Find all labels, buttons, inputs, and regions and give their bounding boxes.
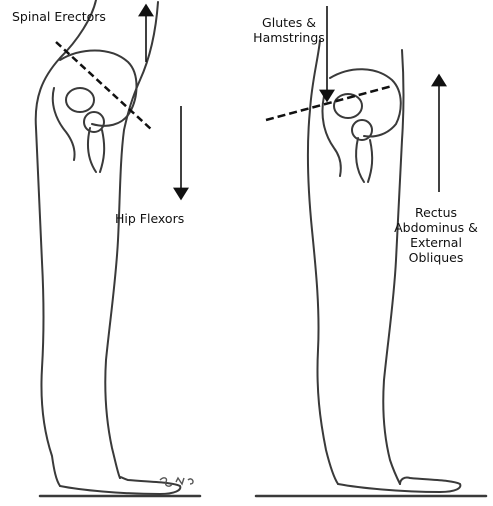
left-figure-hip-socket — [84, 112, 104, 132]
right-figure-hip-socket — [352, 120, 372, 140]
right-figure-pelvis-outline — [330, 69, 401, 136]
glutes-label-line-2: Hamstrings — [244, 30, 334, 45]
right-figure-front-outline — [383, 50, 403, 484]
rectus-abdominus-label: Rectus Abdominus & External Obliques — [384, 205, 488, 265]
right-tilt-line — [266, 86, 392, 120]
right-figure — [256, 40, 486, 496]
glutes-hamstrings-label: Glutes & Hamstrings — [244, 15, 334, 45]
left-figure-foot — [60, 477, 180, 494]
glutes-label-line-1: Glutes & — [244, 15, 334, 30]
right-figure-sacrum — [322, 96, 340, 176]
left-figure-pelvis-outline — [60, 51, 137, 126]
left-figure-front-outline — [105, 2, 158, 478]
left-figure — [36, 0, 200, 496]
hip-flexors-label: Hip Flexors — [115, 211, 184, 226]
rectus-label-line-2: Abdominus & — [384, 220, 488, 235]
left-figure-sacrum — [53, 88, 75, 160]
right-figure-femur — [356, 138, 372, 182]
rectus-label-line-4: Obliques — [384, 250, 488, 265]
rectus-label-line-1: Rectus — [384, 205, 488, 220]
rectus-label-line-3: External — [384, 235, 488, 250]
left-figure-pelvis-inner — [66, 88, 94, 112]
left-figure-femur — [88, 128, 104, 172]
left-figure-back-outline — [36, 0, 96, 486]
right-figure-foot — [338, 477, 460, 492]
spinal-erectors-label: Spinal Erectors — [12, 9, 106, 24]
